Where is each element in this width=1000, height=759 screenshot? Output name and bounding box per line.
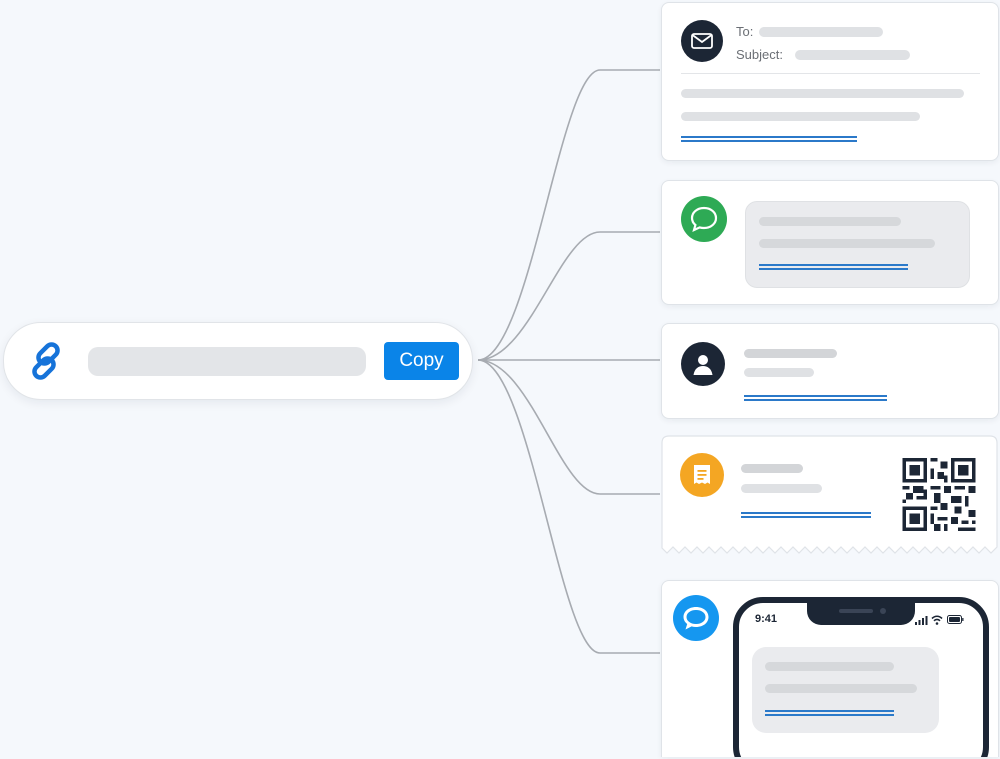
connector-email bbox=[477, 69, 660, 361]
email-subject-placeholder bbox=[795, 50, 910, 60]
wifi-icon bbox=[931, 615, 943, 625]
email-link-placeholder bbox=[681, 136, 857, 142]
qr-code-icon bbox=[902, 458, 976, 531]
email-share-card[interactable]: To: Subject: bbox=[661, 2, 999, 161]
contact-name-placeholder bbox=[744, 349, 837, 358]
ios-message-share-card[interactable]: 9:41 bbox=[661, 580, 999, 757]
phone-frame: 9:41 bbox=[733, 597, 989, 757]
email-body-line-1 bbox=[681, 89, 964, 98]
email-subject-label: Subject: bbox=[736, 47, 783, 62]
phone-notch bbox=[807, 601, 915, 625]
connector-message bbox=[477, 231, 660, 361]
message-bubble bbox=[745, 201, 970, 288]
phone-status-time: 9:41 bbox=[755, 613, 778, 625]
receipt-icon bbox=[680, 453, 724, 497]
link-url-field[interactable] bbox=[88, 347, 366, 376]
phone-message-line-2 bbox=[765, 684, 917, 693]
receipt-detail-placeholder bbox=[741, 484, 822, 493]
share-link-bar: Copy bbox=[3, 322, 473, 400]
message-link-placeholder bbox=[759, 264, 908, 270]
battery-icon bbox=[947, 615, 964, 624]
copy-button[interactable]: Copy bbox=[384, 342, 459, 380]
message-line-1 bbox=[759, 217, 901, 226]
receipt-share-card[interactable] bbox=[661, 435, 998, 559]
receipt-link-placeholder bbox=[741, 512, 871, 518]
signal-icon bbox=[915, 616, 928, 625]
email-to-placeholder bbox=[759, 27, 883, 37]
phone-message-link-placeholder bbox=[765, 710, 894, 716]
contact-share-card[interactable] bbox=[661, 323, 999, 419]
phone-message-bubble bbox=[752, 647, 939, 733]
ios-message-icon bbox=[673, 595, 719, 641]
phone-message-line-1 bbox=[765, 662, 894, 671]
user-icon bbox=[681, 342, 725, 386]
receipt-title-placeholder bbox=[741, 464, 803, 473]
chat-bubble-icon bbox=[681, 196, 727, 242]
mail-icon bbox=[681, 20, 723, 62]
link-icon bbox=[32, 342, 60, 380]
connector-receipt bbox=[477, 359, 660, 495]
email-body-line-2 bbox=[681, 112, 920, 121]
contact-detail-placeholder bbox=[744, 368, 814, 377]
connector-phone bbox=[477, 359, 660, 654]
contact-link-placeholder bbox=[744, 395, 887, 401]
email-to-label: To: bbox=[736, 24, 754, 39]
email-divider bbox=[681, 73, 980, 74]
message-line-2 bbox=[759, 239, 935, 248]
message-share-card[interactable] bbox=[661, 180, 999, 305]
